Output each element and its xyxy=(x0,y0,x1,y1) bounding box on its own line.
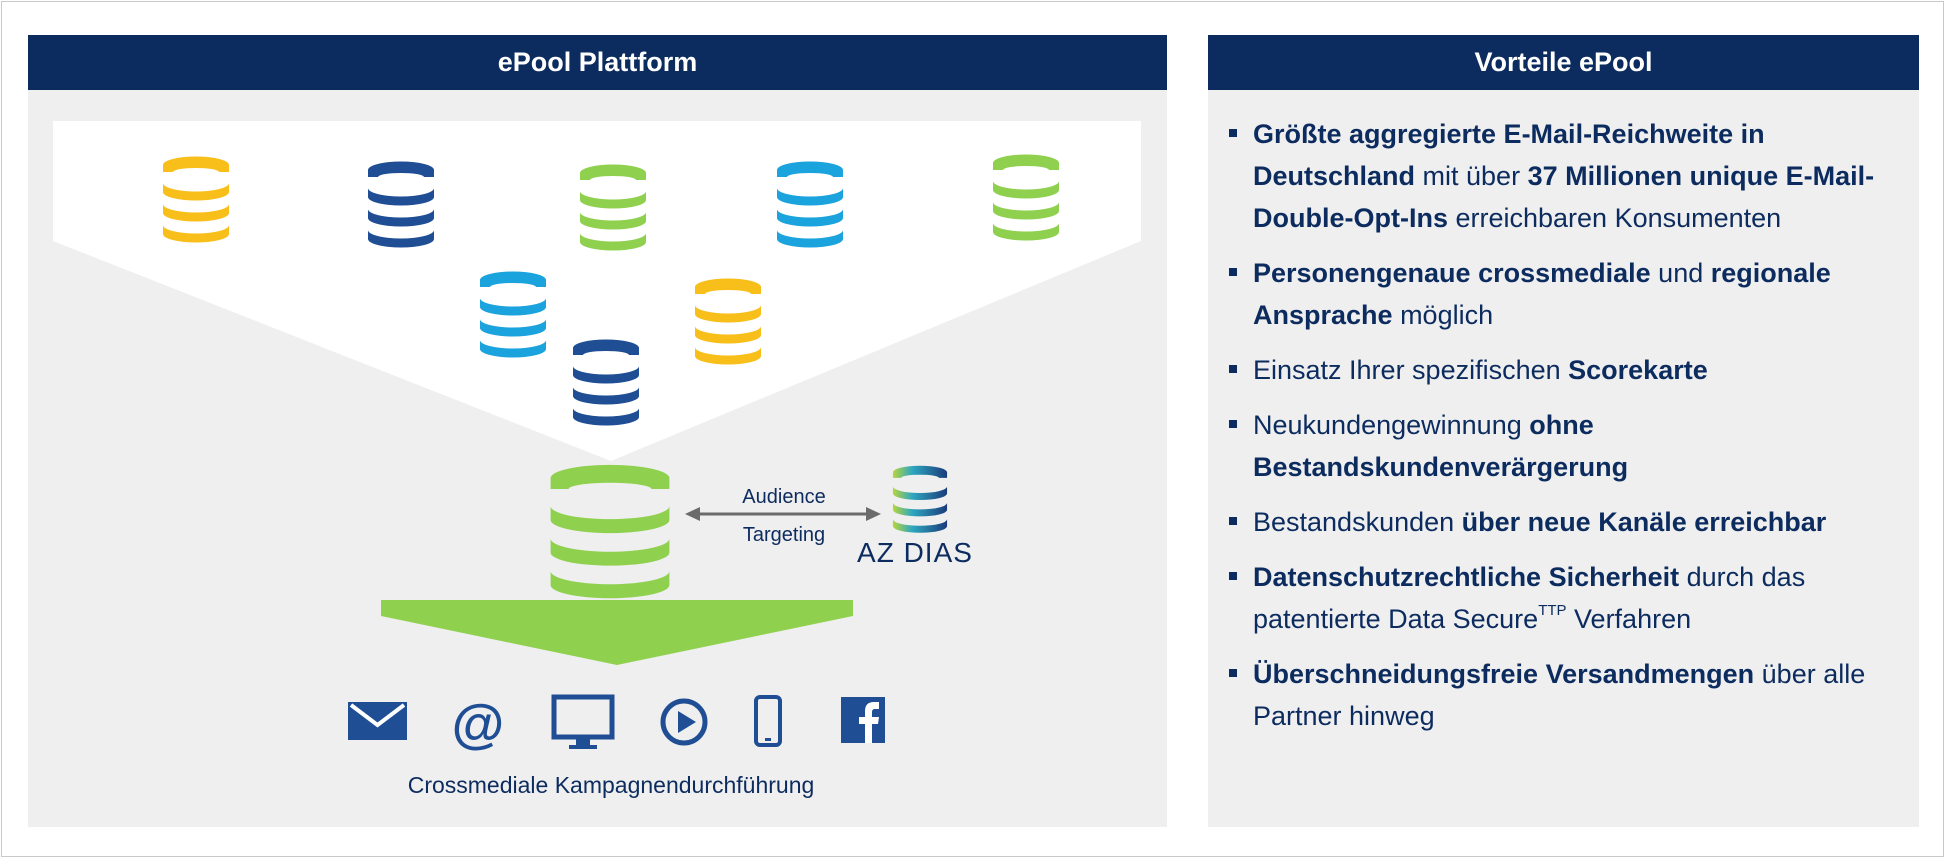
benefit-text: über alle Partner hinweg xyxy=(1253,659,1866,731)
bullet-icon xyxy=(1229,572,1237,580)
benefit-item: Personengenaue crossmediale und regional… xyxy=(1226,252,1901,336)
benefit-item: Bestandskunden über neue Kanäle erreichb… xyxy=(1226,501,1901,543)
benefit-highlight: über neue Kanäle erreichbar xyxy=(1461,507,1827,537)
benefit-text: erreichbaren Konsumenten xyxy=(1447,203,1782,233)
epool-benefits-title: Vorteile ePool xyxy=(1474,47,1653,77)
bullet-icon xyxy=(1229,669,1237,677)
benefit-highlight: Personengenaue crossmediale xyxy=(1253,258,1651,288)
benefit-item: Neukundengewinnung ohne Bestandskundenve… xyxy=(1226,404,1901,488)
benefits-list: Größte aggregierte E-Mail-Reichweite in … xyxy=(1226,113,1901,750)
targeting-label: Targeting xyxy=(743,524,825,546)
benefit-text: Einsatz Ihrer spezifischen xyxy=(1253,355,1569,385)
benefit-text: mit über xyxy=(1415,161,1528,191)
bullet-icon xyxy=(1229,268,1237,276)
benefit-item: Datenschutzrechtliche Sicherheit durch d… xyxy=(1226,556,1901,640)
audience-targeting-arrow xyxy=(685,507,881,521)
epool-platform-panel: ePool Plattform xyxy=(28,35,1167,827)
at-sign-icon: @ xyxy=(452,694,505,754)
benefit-text: möglich xyxy=(1392,300,1494,330)
benefit-text: Bestandskunden xyxy=(1253,507,1462,537)
benefit-text: Neukundengewinnung xyxy=(1253,410,1530,440)
bullet-icon xyxy=(1229,420,1237,428)
audience-label: Audience xyxy=(742,486,825,508)
bullet-icon xyxy=(1229,517,1237,525)
benefit-item: Einsatz Ihrer spezifischen Scorekarte xyxy=(1226,349,1901,391)
benefit-highlight: regionale Ansprache xyxy=(1253,258,1831,330)
facebook-icon xyxy=(841,697,885,743)
benefit-item: Größte aggregierte E-Mail-Reichweite in … xyxy=(1226,113,1901,239)
benefit-highlight: Datenschutzrechtliche Sicherheit xyxy=(1253,562,1680,592)
epool-database-icon xyxy=(550,464,670,599)
benefit-text: und xyxy=(1650,258,1711,288)
benefit-highlight: Größte aggregierte E-Mail-Reichweite in … xyxy=(1253,119,1765,191)
benefit-item: Überschneidungsfreie Versandmengen über … xyxy=(1226,653,1901,737)
epool-benefits-header: Vorteile ePool xyxy=(1208,35,1919,90)
benefit-text: durch das patentierte Data Secure xyxy=(1253,562,1806,634)
platform-diagram: Audience Targeting AZ DIAS @ xyxy=(53,121,1141,798)
epool-platform-header: ePool Plattform xyxy=(28,35,1167,90)
benefit-highlight: Überschneidungsfreie Versandmengen xyxy=(1253,659,1755,689)
bullet-icon xyxy=(1229,129,1237,137)
bullet-icon xyxy=(1229,365,1237,373)
az-dias-logo-text: AZ DIAS xyxy=(857,537,973,568)
trademark-superscript: TTP xyxy=(1538,602,1567,619)
email-icon xyxy=(348,702,407,740)
monitor-icon xyxy=(551,694,615,749)
benefit-highlight: Scorekarte xyxy=(1568,355,1708,385)
smartphone-icon xyxy=(754,695,782,747)
funnel-shape xyxy=(53,121,1141,461)
campaign-caption: Crossmediale Kampagnendurchführung xyxy=(408,772,815,798)
benefit-highlight: 37 Millionen unique E-Mail-Double-Opt-In… xyxy=(1253,161,1875,233)
epool-benefits-panel: Vorteile ePool Größte aggregierte E-Mail… xyxy=(1208,35,1919,827)
benefit-text: Verfahren xyxy=(1566,604,1692,634)
play-icon xyxy=(660,698,708,746)
distribution-bracket xyxy=(381,600,853,665)
epool-platform-title: ePool Plattform xyxy=(497,47,698,77)
benefit-highlight: ohne Bestandskundenverärgerung xyxy=(1253,410,1629,482)
az-dias-logo-icon xyxy=(892,465,948,533)
